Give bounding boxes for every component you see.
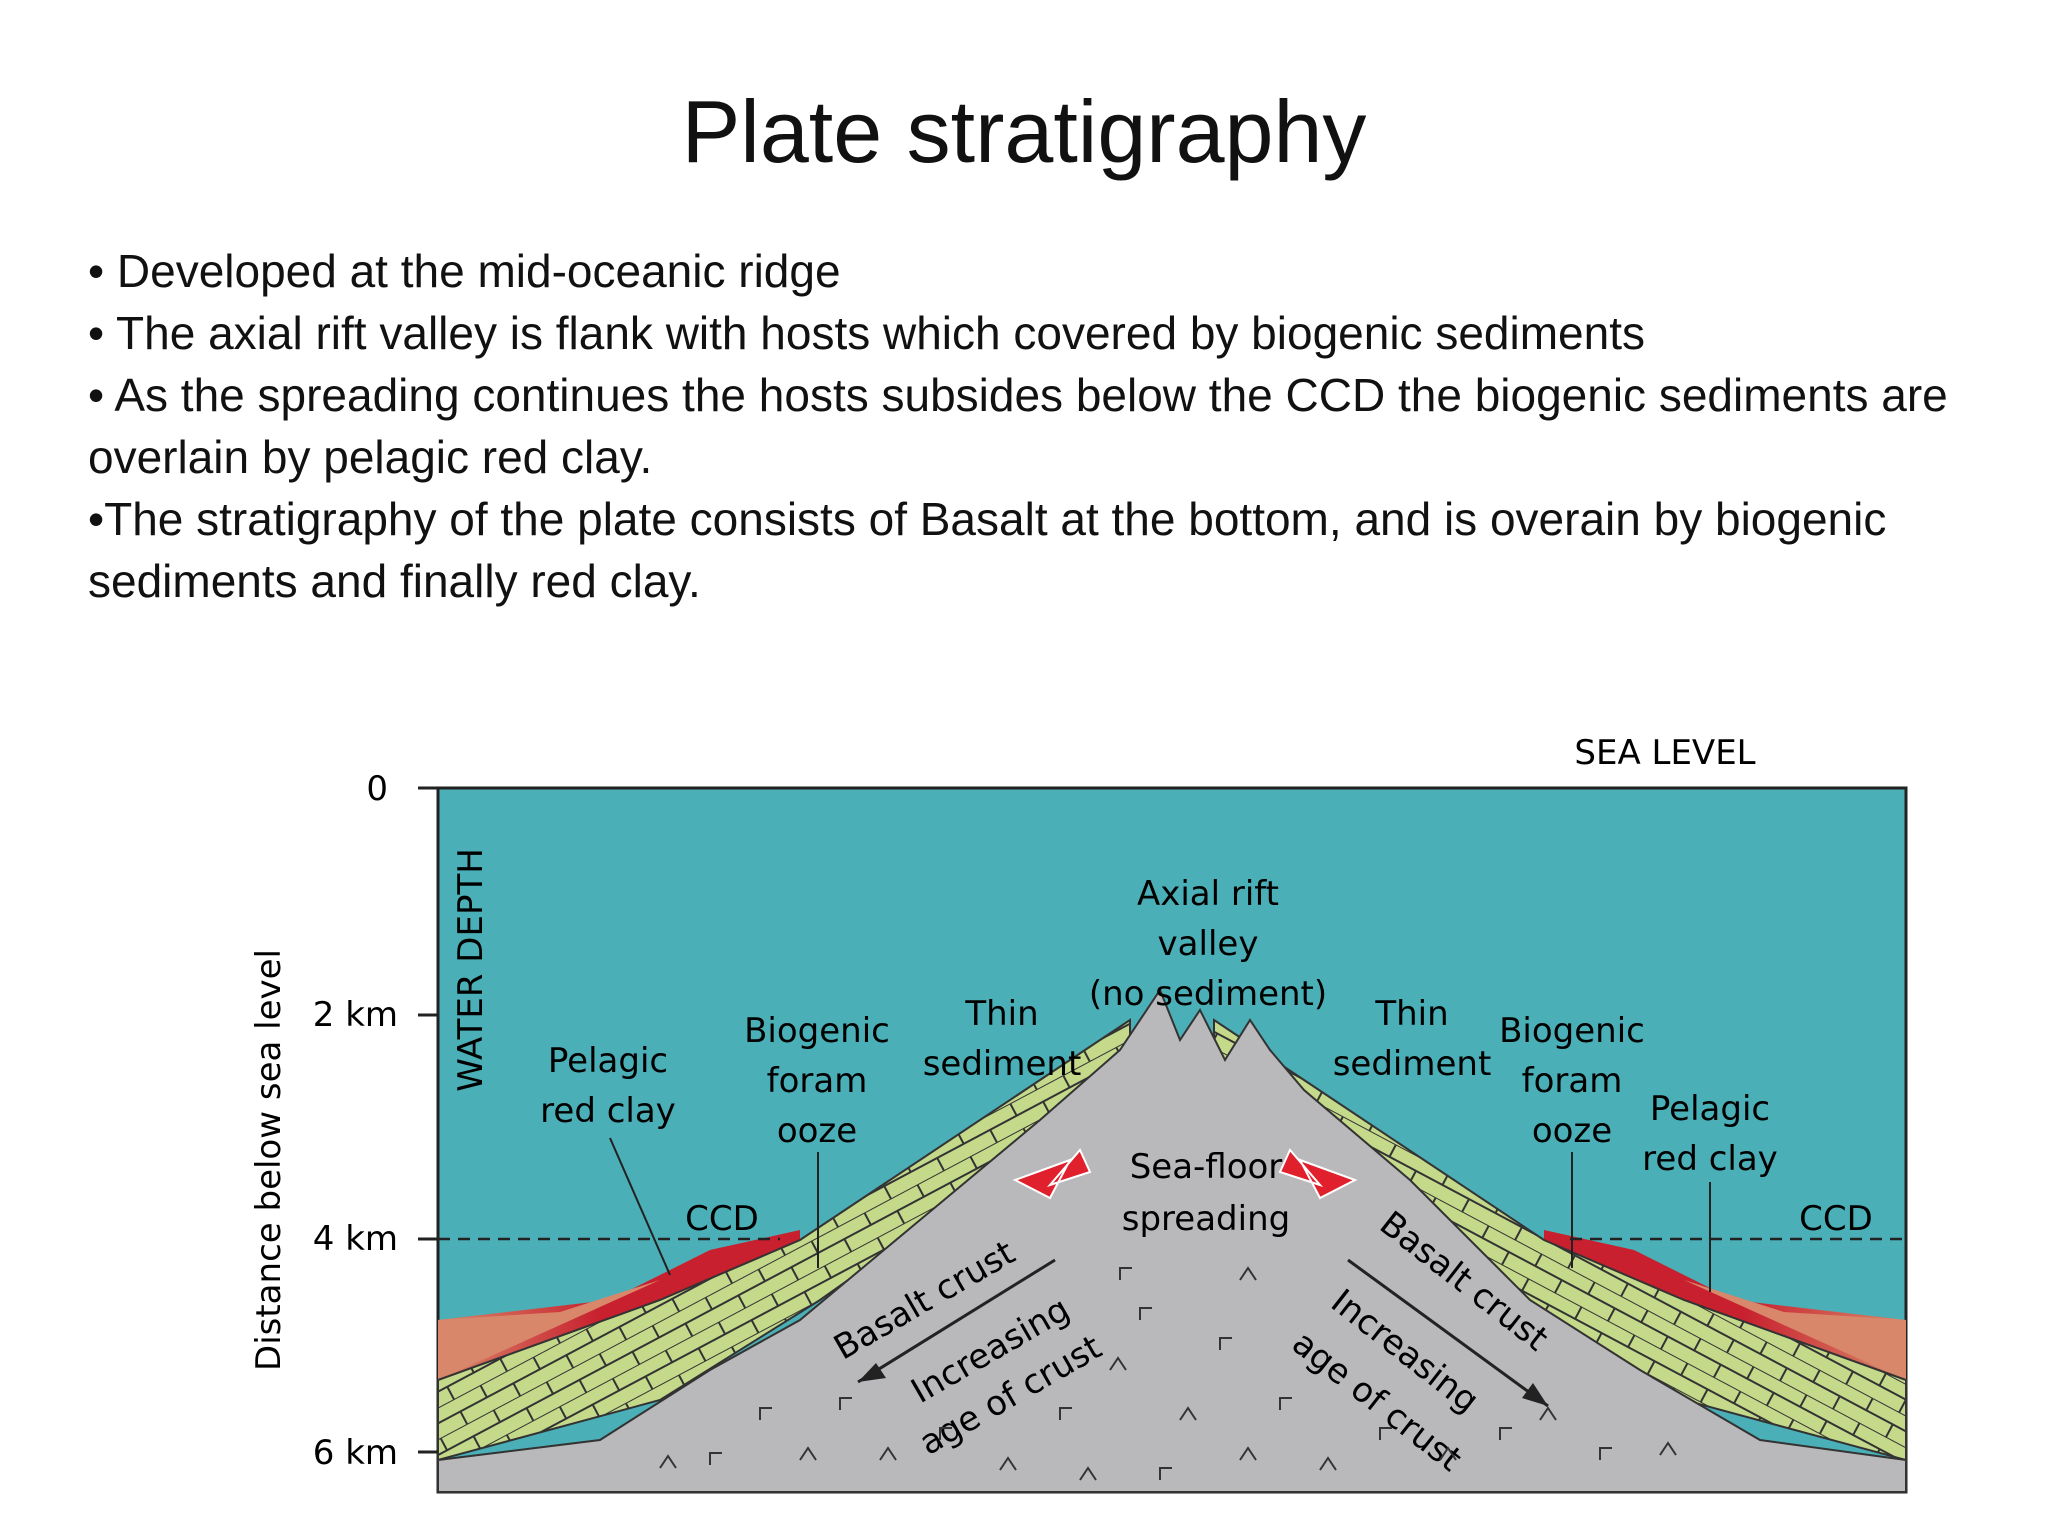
axis-label: Distance below sea level [249,949,289,1371]
crust-mark [879,1446,897,1461]
crust-mark [1059,1407,1072,1420]
crust-mark [1279,1397,1292,1410]
crust-mark [1159,1467,1172,1480]
age-arrow-right [1347,1258,1549,1408]
crust-mark [1659,1441,1677,1456]
biogenic-left-label: Biogenic [744,1011,890,1051]
bullet-item: • Developed at the mid-oceanic ridge [88,245,841,297]
clay-edge-right [1684,1280,1906,1380]
crust-mark [659,1454,677,1469]
spreading-label: Sea-floor [1130,1147,1283,1187]
age-arrow-right-head [1522,1383,1548,1406]
pelagic-left-label: Pelagic [548,1041,668,1081]
crust-mark [1379,1427,1392,1440]
crust-mark [1239,1446,1257,1461]
crust-mark [709,1452,722,1465]
bullet-item: • The axial rift valley is flank with ho… [88,307,1645,359]
slide-title: Plate stratigraphy [681,82,1367,181]
bullet-list: • Developed at the mid-oceanic ridge • T… [88,240,1988,612]
thin-sediment-right-label: sediment [1333,1044,1492,1084]
bullet-item: • As the spreading continues the hosts s… [88,369,1948,483]
sea-level-label: SEA LEVEL [1574,733,1755,773]
spreading-arrow-right [1278,1148,1358,1200]
depth-tick-label: 2 km [313,995,398,1035]
depth-tick-label: 6 km [313,1433,398,1473]
pelagic-left-pointer [609,1137,671,1276]
water-depth-label: WATER DEPTH [451,848,491,1092]
pelagic-right-label: Pelagic [1650,1089,1770,1129]
pelagic-left-label: red clay [540,1091,676,1131]
clay-edge-left [438,1280,660,1380]
crust-mark [1079,1466,1097,1481]
spreading-arrow-left [1012,1148,1092,1200]
depth-tick-label: 4 km [313,1219,398,1259]
basalt-crust [437,987,1907,1493]
biogenic-left-label: ooze [777,1111,857,1151]
depth-tick-label: 0 [366,769,388,809]
crust-mark [839,1397,852,1410]
axial-rift-label: valley [1158,924,1259,964]
crust-mark [1139,1307,1152,1320]
biogenic-right-label: foram [1522,1061,1623,1101]
ridge-cross-section: 0 2 km 4 km 6 km Distance below sea leve… [249,733,1908,1494]
crust-mark [1219,1337,1232,1350]
crust-mark [999,1456,1017,1471]
crust-texture [659,1266,1677,1481]
thin-sediment-left-label: Thin [964,994,1038,1034]
crust-mark [1499,1427,1512,1440]
crust-mark [1599,1447,1612,1460]
crust-mark [759,1407,772,1420]
biogenic-left-label: foram [767,1061,868,1101]
bullet-item: •The stratigraphy of the plate consists … [88,493,1887,607]
crust-mark [799,1446,817,1461]
biogenic-right-label: Biogenic [1499,1011,1645,1051]
crust-mark [1539,1406,1557,1421]
age-arrow-left [857,1258,1056,1384]
crust-mark [1239,1266,1257,1281]
crust-mark [1439,1446,1457,1461]
axial-rift-label: (no sediment) [1089,974,1327,1014]
crust-mark [1119,1267,1132,1280]
ccd-right-label: CCD [1799,1199,1873,1239]
spreading-label: spreading [1122,1199,1290,1239]
pelagic-right-label: red clay [1642,1139,1778,1179]
crust-mark [1109,1356,1127,1371]
crust-mark [939,1427,952,1440]
age-arrow-left-head [858,1363,886,1382]
thin-sediment-left-label: sediment [923,1044,1082,1084]
crust-mark [1319,1456,1337,1471]
ccd-left-label: CCD [685,1199,759,1239]
ridge-diagram: 0 2 km 4 km 6 km Distance below sea leve… [240,720,1940,1525]
axial-rift-label: Axial rift [1137,874,1279,914]
biogenic-right-label: ooze [1532,1111,1612,1151]
thin-sediment-right-label: Thin [1374,994,1448,1034]
crust-mark [1179,1406,1197,1421]
